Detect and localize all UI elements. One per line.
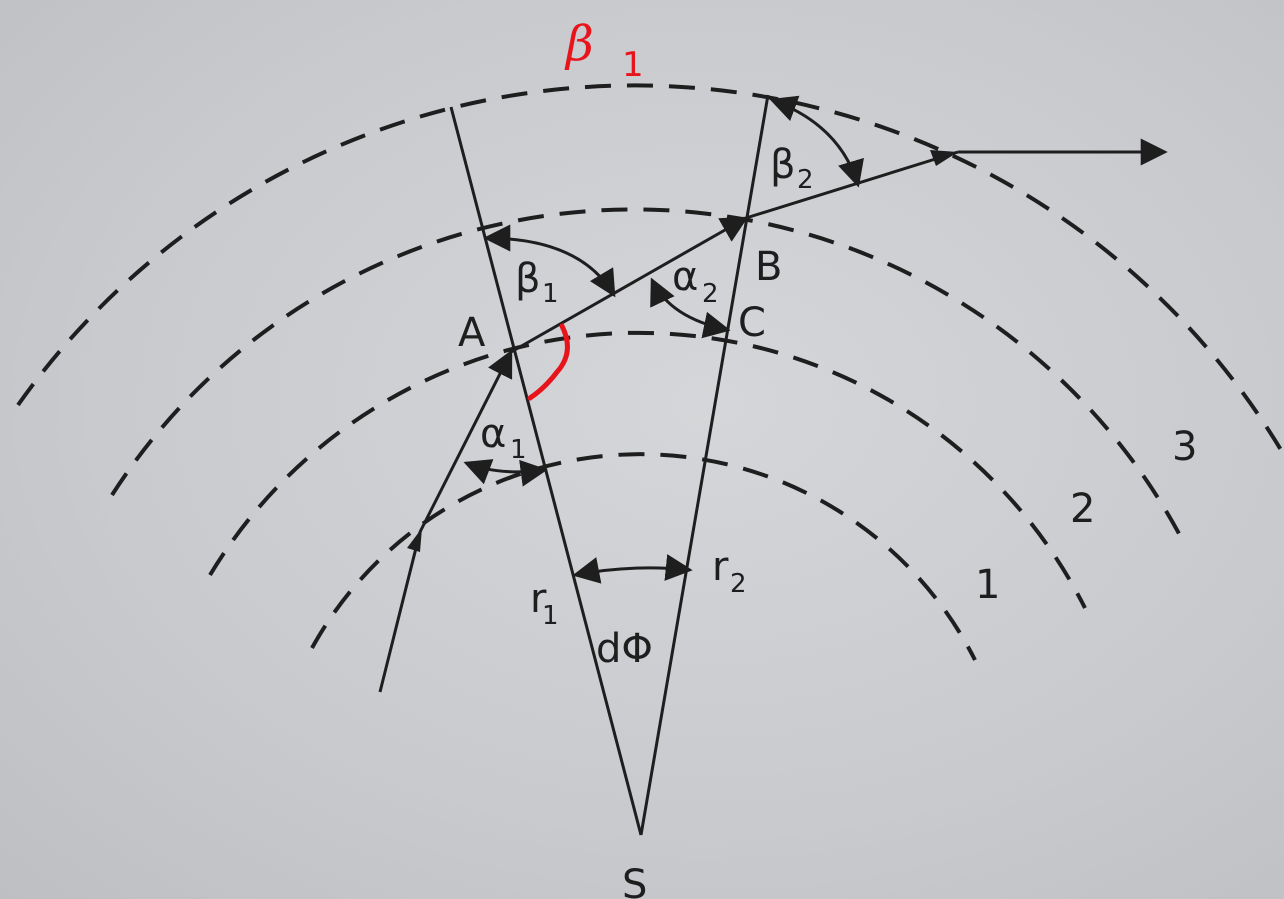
angle-arc-dphi (572, 554, 693, 584)
label-point-a: A (458, 310, 486, 356)
label-r1: r (530, 576, 547, 622)
ray-segment-a-to-b (510, 216, 749, 354)
label-point-b: B (755, 244, 782, 290)
layer-arc-2 (208, 330, 1087, 609)
label-dphi: dΦ (596, 626, 653, 672)
label-beta2: β (770, 142, 796, 188)
ray-arrowhead-mid (930, 150, 958, 166)
label-layer-1: 1 (975, 562, 1000, 608)
red-beta-label: β (564, 16, 594, 72)
angle-arc-alpha1 (463, 459, 548, 487)
label-alpha2-sub: 2 (702, 279, 719, 309)
red-beta-sub: 1 (622, 45, 644, 85)
label-point-s: S (622, 862, 647, 899)
angle-arc-beta2 (769, 95, 864, 188)
label-alpha1-sub: 1 (510, 435, 527, 465)
label-beta1-sub: 1 (542, 279, 559, 309)
label-r2-sub: 2 (730, 569, 747, 599)
angle-arc-alpha2 (650, 277, 731, 339)
label-beta1: β (515, 256, 541, 302)
layer-arc-1 (310, 452, 977, 661)
red-bracket-mark (527, 323, 570, 401)
label-layer-3: 3 (1172, 424, 1197, 470)
radius-line-r1 (449, 106, 643, 836)
label-r2: r (712, 544, 729, 590)
label-layer-2: 2 (1070, 486, 1095, 532)
radius-line-r2 (639, 94, 770, 836)
label-r1-sub: 1 (542, 601, 559, 631)
ray-segment-to-a (418, 349, 513, 533)
layer-arc-3-inner (110, 207, 1187, 546)
label-alpha2: α (672, 254, 698, 300)
ray-arrowhead-lower (407, 528, 422, 552)
label-beta2-sub: 2 (797, 165, 814, 195)
label-point-c: C (738, 300, 766, 346)
layer-arc-3-outer (16, 83, 1284, 457)
label-alpha1: α (480, 411, 506, 457)
ray-incoming (378, 531, 422, 693)
angle-arc-beta1 (483, 224, 616, 298)
